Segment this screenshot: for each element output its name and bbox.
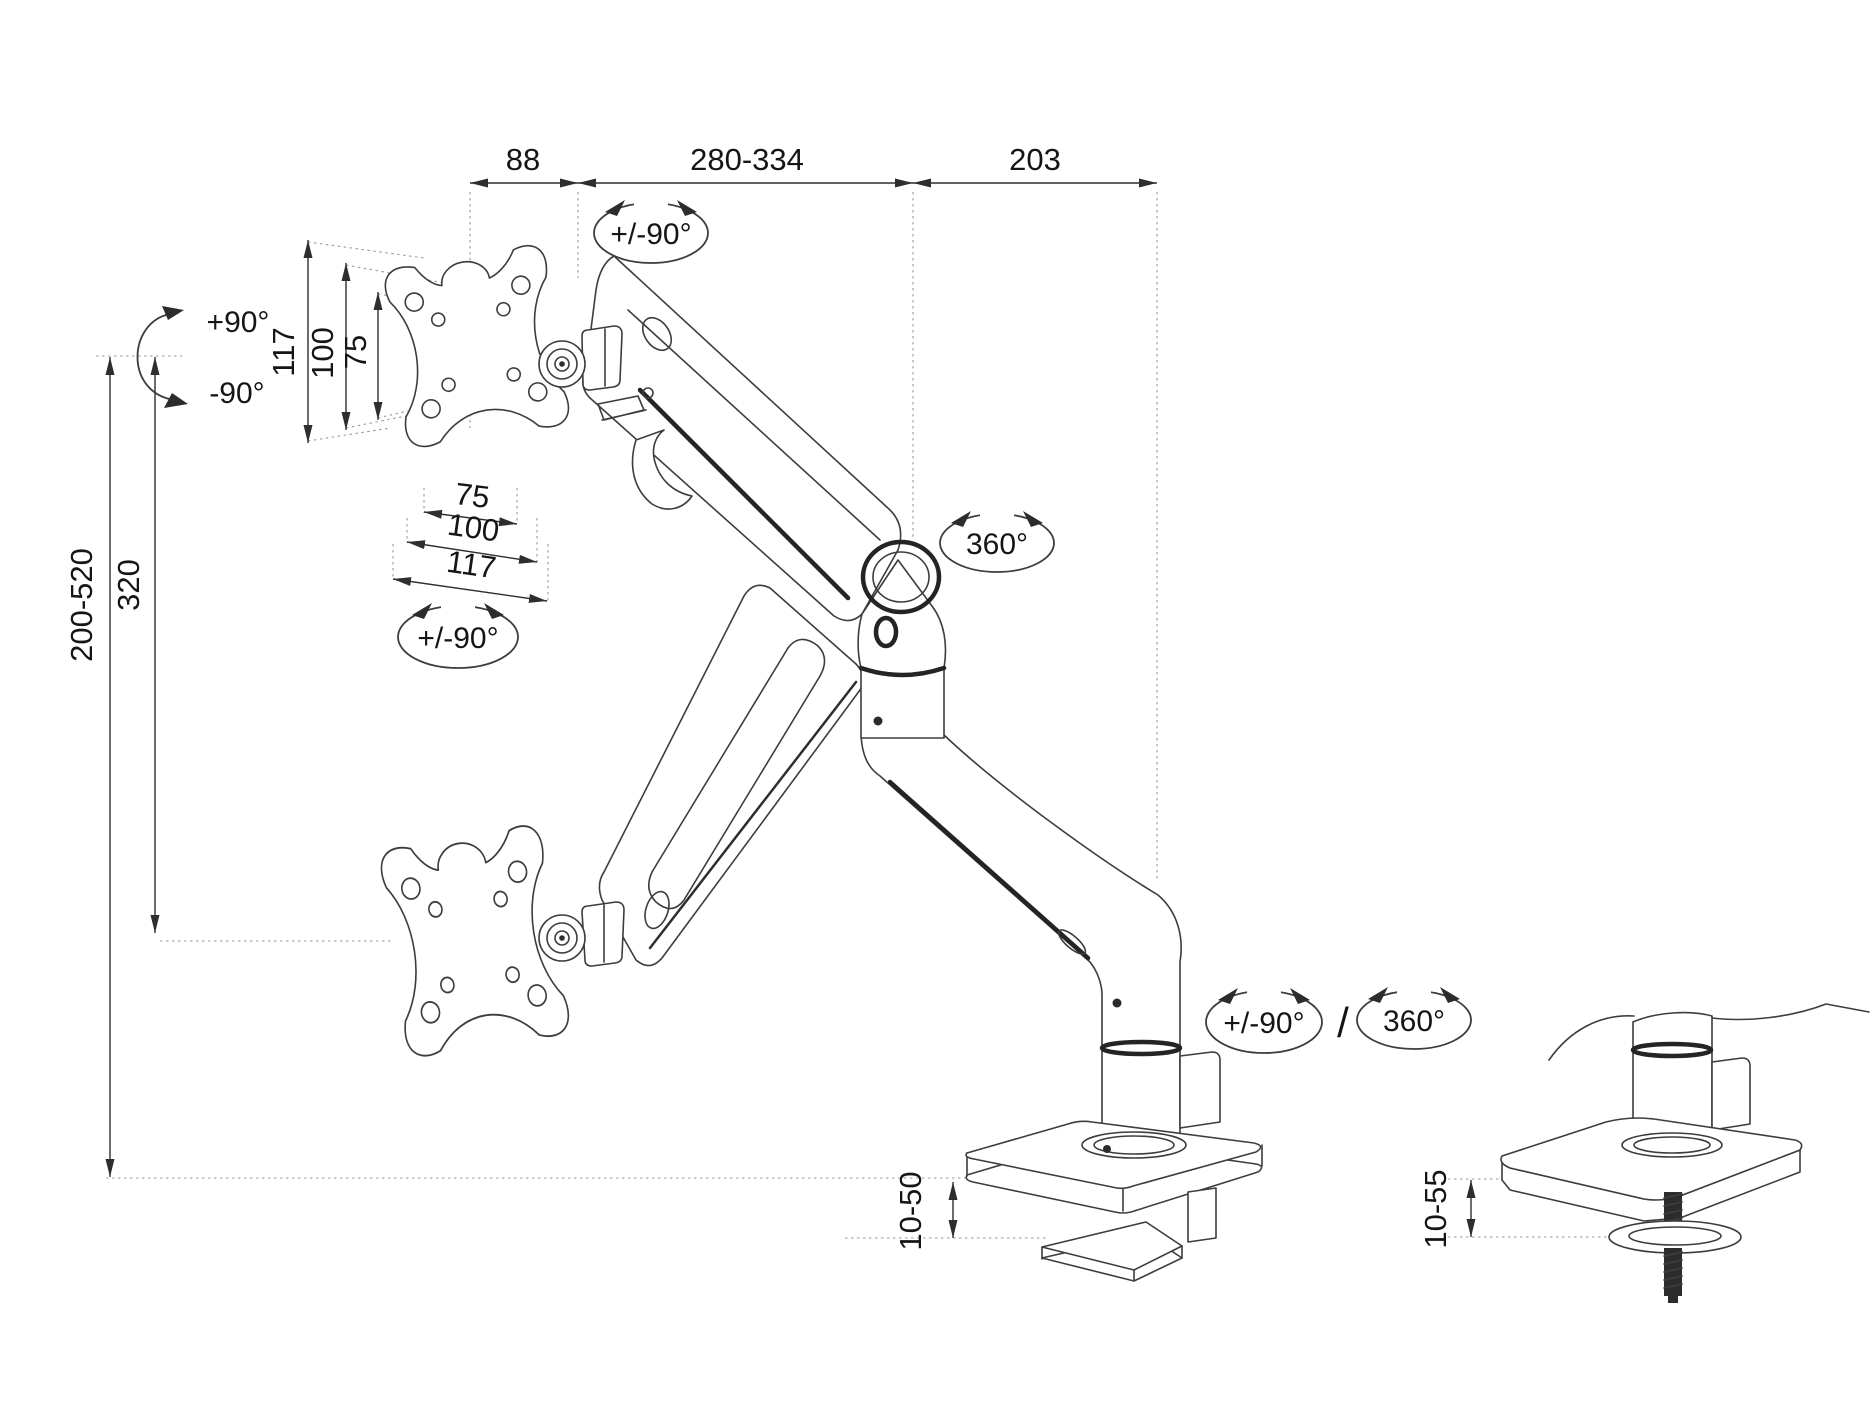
dimension-grommet-thickness: 10-55 <box>1418 1169 1476 1249</box>
dimension-top-chain: 88 280-334 203 <box>470 142 1157 188</box>
dim-label-vesa-100: 100 <box>305 327 340 379</box>
dim-label-203: 203 <box>1009 142 1061 177</box>
dim-label-bottom-75: 75 <box>453 476 491 515</box>
rotation-label-elbow-swivel: 360° <box>966 528 1028 561</box>
upper-arm <box>582 255 902 622</box>
dimension-vesa-side: 117 100 75 <box>266 240 383 443</box>
rotation-separator: / <box>1337 999 1349 1046</box>
desk-surface-line <box>1548 1015 1635 1061</box>
rotation-label-lower-head-swivel: +/-90° <box>417 622 498 655</box>
dimension-left-vertical: 200-520 320 <box>64 357 160 1177</box>
rotation-label-base-tilt: +/-90° <box>1223 1007 1304 1040</box>
rotation-label-tilt-up: +90° <box>207 306 270 339</box>
dim-label-vesa-75: 75 <box>338 335 373 369</box>
rotation-annotation-elbow-swivel: 360° <box>939 509 1055 573</box>
grommet-mount-detail <box>1500 1003 1870 1303</box>
desk-clamp-base <box>965 1051 1263 1282</box>
dim-label-bottom-100: 100 <box>445 507 501 549</box>
dim-label-vesa-117: 117 <box>266 327 301 376</box>
lower-tilt-joint <box>538 901 625 967</box>
dim-label-10-55: 10-55 <box>1418 1169 1453 1248</box>
rotation-label-tilt-down: -90° <box>209 377 264 410</box>
dim-label-280-334: 280-334 <box>690 142 804 177</box>
dim-label-10-50: 10-50 <box>893 1171 928 1250</box>
rotation-annotation-head-swivel: +/-90° <box>593 198 709 264</box>
rotation-annotation-lower-head-swivel: +/-90° <box>397 601 519 669</box>
dim-label-88: 88 <box>506 142 540 177</box>
upper-vesa-plate <box>384 244 570 448</box>
dim-label-200-520: 200-520 <box>64 548 99 662</box>
lower-arm <box>598 584 864 967</box>
dimension-clamp-thickness: 10-50 <box>893 1171 958 1251</box>
dim-label-bottom-117: 117 <box>445 544 499 586</box>
lower-vesa-plate <box>380 825 570 1057</box>
upper-tilt-joint <box>538 325 623 391</box>
rotation-label-head-swivel: +/-90° <box>610 218 691 251</box>
dimension-vesa-bottom: 75 100 117 <box>392 476 548 603</box>
rotation-annotation-base: +/-90° / 360° <box>1205 985 1472 1054</box>
rear-link-and-pole <box>860 734 1183 1139</box>
rotation-label-base-swivel: 360° <box>1383 1005 1445 1038</box>
elbow-joint <box>857 539 947 739</box>
dim-label-320: 320 <box>111 559 146 611</box>
rotation-annotation-tilt: +90° -90° <box>136 306 270 410</box>
